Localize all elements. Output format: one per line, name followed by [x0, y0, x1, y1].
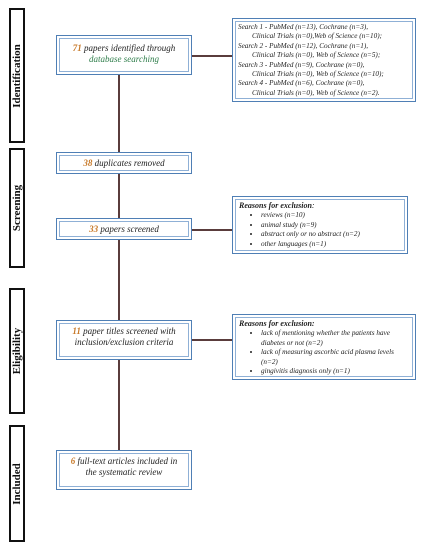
search-row-3: Search 3 - PubMed (n=9), Cochrane (n=0), — [238, 60, 365, 69]
identified-text: papers identified through — [84, 43, 176, 53]
connector-exclusion1 — [192, 229, 232, 231]
eligibility-text: paper titles screened with inclusion/exc… — [74, 326, 176, 347]
search-row-4b: Clinical Trials (n=0), Web of Science (n… — [252, 88, 380, 97]
box-identified: 71 papers identified through database se… — [56, 35, 192, 75]
box-screened: 33 papers screened — [56, 218, 192, 240]
exclusion2-item: lack of mentioning whether the patients … — [261, 329, 409, 348]
box-eligibility: 11 paper titles screened with inclusion/… — [56, 320, 192, 360]
connector-vertical — [118, 75, 120, 465]
connector-exclusion2 — [192, 339, 232, 341]
exclusion1-list: reviews (n=10) animal study (n=9) abstra… — [239, 211, 401, 249]
screened-count: 33 — [89, 224, 99, 234]
box-searches: Search 1 - PubMed (n=13), Cochrane (n=3)… — [232, 18, 416, 102]
search-row-2b: Clinical Trials (n=0), Web of Science (n… — [252, 51, 381, 60]
box-exclusion-2: Reasons for exclusion: lack of mentionin… — [232, 314, 416, 380]
exclusion2-item: lack of measuring ascorbic acid plasma l… — [261, 348, 409, 367]
search-row-3b: Clinical Trials (n=0), Web of Science (n… — [252, 70, 384, 79]
included-count: 6 — [70, 456, 76, 466]
identified-text2: database searching — [89, 54, 159, 64]
box-duplicates: 38 duplicates removed — [56, 152, 192, 174]
exclusion1-item: other languages (n=1) — [261, 240, 401, 249]
search-row-1b: Clinical Trials (n=0),Web of Science (n=… — [252, 32, 383, 41]
exclusion2-title: Reasons for exclusion: — [239, 319, 315, 328]
duplicates-text: duplicates removed — [94, 158, 165, 168]
screened-text: papers screened — [100, 224, 159, 234]
identified-count: 71 — [72, 43, 82, 53]
eligibility-count: 11 — [72, 326, 81, 336]
exclusion2-list: lack of mentioning whether the patients … — [239, 329, 409, 376]
included-text: full-text articles included in the syste… — [77, 456, 178, 477]
box-included: 6 full-text articles included in the sys… — [56, 450, 192, 490]
search-row-2: Search 2 - PubMed (n=12), Cochrane (n=1)… — [238, 41, 369, 50]
phase-identification: Identification — [9, 8, 25, 143]
exclusion1-item: abstract only or no abstract (n=2) — [261, 230, 401, 239]
phase-included: Included — [9, 425, 25, 542]
exclusion1-item: reviews (n=10) — [261, 211, 401, 220]
box-exclusion-1: Reasons for exclusion: reviews (n=10) an… — [232, 196, 408, 254]
exclusion1-title: Reasons for exclusion: — [239, 201, 315, 210]
search-row-4: Search 4 - PubMed (n=6), Cochrane (n=0), — [238, 79, 365, 88]
connector-search — [192, 55, 232, 57]
search-row-1: Search 1 - PubMed (n=13), Cochrane (n=3)… — [238, 23, 369, 31]
phase-screening: Screening — [9, 148, 25, 268]
phase-eligibility: Eligibility — [9, 288, 25, 414]
exclusion2-item: gingivitis diagnosis only (n=1) — [261, 367, 409, 376]
exclusion1-item: animal study (n=9) — [261, 221, 401, 230]
duplicates-count: 38 — [83, 158, 93, 168]
